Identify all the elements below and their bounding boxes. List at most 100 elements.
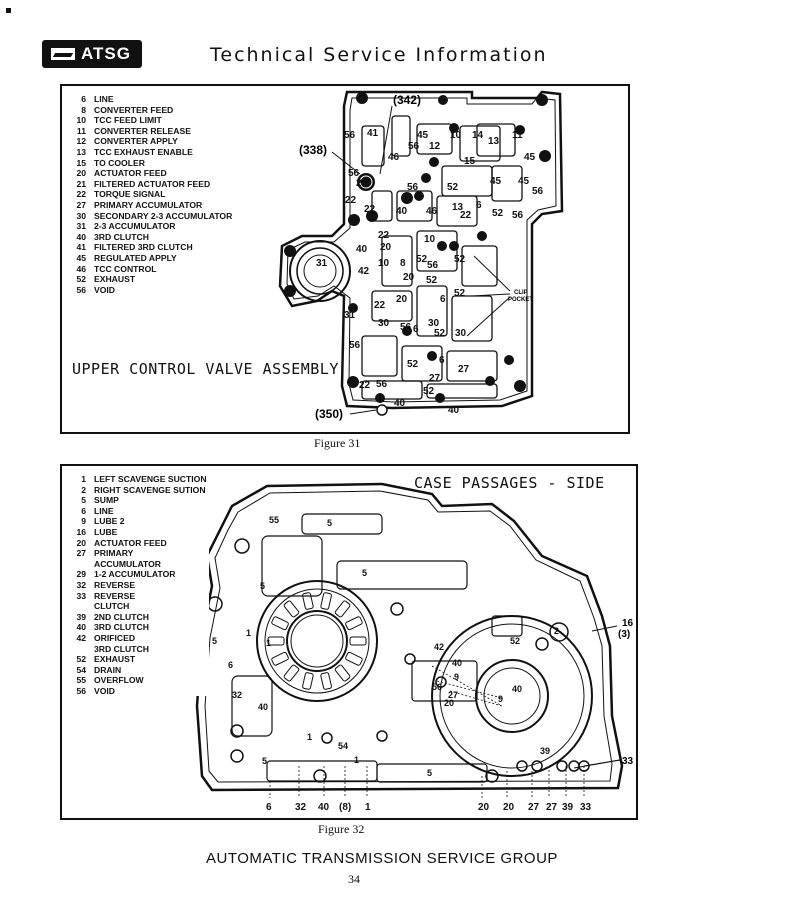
svg-text:40: 40 bbox=[452, 658, 462, 668]
legend-number: 30 bbox=[76, 210, 86, 221]
stator-spoke bbox=[334, 664, 351, 682]
legend-label: 2-3 ACCUMULATOR bbox=[94, 221, 176, 232]
svg-text:40: 40 bbox=[258, 702, 268, 712]
svg-text:15: 15 bbox=[464, 156, 476, 167]
svg-text:56: 56 bbox=[532, 186, 544, 197]
logo-text: ATSG bbox=[81, 44, 131, 63]
svg-text:22: 22 bbox=[345, 195, 357, 206]
figure-32-caption: Figure 32 bbox=[318, 822, 365, 836]
legend-label: LUBE 2 bbox=[94, 516, 125, 527]
legend-label: VOID bbox=[94, 284, 116, 295]
svg-text:8: 8 bbox=[400, 258, 406, 269]
figure-31-title: UPPER CONTROL VALVE ASSEMBLY bbox=[72, 360, 339, 378]
svg-text:56: 56 bbox=[376, 379, 388, 390]
legend-label: FILTERED ACTUATOR FEED bbox=[94, 178, 211, 189]
svg-text:56: 56 bbox=[407, 182, 419, 193]
legend-number: 33 bbox=[76, 590, 86, 601]
svg-text:42: 42 bbox=[358, 266, 370, 277]
svg-text:5: 5 bbox=[260, 581, 265, 591]
bottom-passage-label: 39 bbox=[562, 802, 574, 813]
svg-text:52: 52 bbox=[407, 359, 419, 370]
svg-text:1: 1 bbox=[246, 628, 251, 638]
legend-row: 27 PRIMARY ACCUMULATOR bbox=[64, 200, 232, 211]
legend-number: 6 bbox=[81, 505, 86, 516]
legend-label: 1-2 ACCUMULATOR bbox=[94, 569, 176, 580]
legend-number bbox=[64, 601, 94, 612]
legend-number: 27 bbox=[76, 199, 86, 210]
svg-text:22: 22 bbox=[364, 204, 376, 215]
legend-number: 52 bbox=[76, 654, 86, 665]
legend-number: 56 bbox=[76, 685, 86, 696]
svg-text:32: 32 bbox=[232, 690, 242, 700]
svg-text:52: 52 bbox=[447, 182, 459, 193]
bottom-passage-label: 27 bbox=[528, 802, 540, 813]
legend-label: FILTERED 3RD CLUTCH bbox=[94, 242, 193, 253]
stator-spoke bbox=[267, 636, 285, 646]
legend-row: 56 VOID bbox=[64, 285, 232, 296]
legend-number: 20 bbox=[76, 537, 86, 548]
svg-text:52: 52 bbox=[434, 328, 446, 339]
bottom-passage-label: 1 bbox=[365, 802, 371, 813]
legend-label: CLUTCH bbox=[94, 601, 130, 612]
svg-text:55: 55 bbox=[269, 515, 279, 525]
legend-label: PRIMARY ACCUMULATOR bbox=[94, 199, 203, 210]
legend-label: CONVERTER APPLY bbox=[94, 136, 178, 147]
callout-33: 33 bbox=[622, 756, 634, 767]
legend-number: 29 bbox=[76, 569, 86, 580]
svg-text:6: 6 bbox=[413, 324, 419, 335]
legend-label: 3RD CLUTCH bbox=[94, 231, 149, 242]
svg-text:52: 52 bbox=[454, 254, 466, 265]
callout-16: 16 bbox=[622, 618, 634, 629]
legend-number bbox=[64, 644, 94, 655]
legend-number: 56 bbox=[76, 284, 86, 295]
callout-342: (342) bbox=[393, 93, 421, 107]
stator-spoke bbox=[302, 672, 314, 690]
stator-spoke bbox=[345, 616, 363, 631]
svg-text:52: 52 bbox=[416, 254, 428, 265]
svg-text:20: 20 bbox=[403, 272, 415, 283]
legend-number: 55 bbox=[76, 675, 86, 686]
svg-text:52: 52 bbox=[492, 208, 504, 219]
svg-text:21: 21 bbox=[356, 178, 368, 189]
legend-number: 20 bbox=[76, 168, 86, 179]
legend-number: 13 bbox=[76, 146, 86, 157]
legend-row: 30 SECONDARY 2-3 ACCUMULATOR bbox=[64, 211, 232, 222]
svg-text:56: 56 bbox=[349, 340, 361, 351]
svg-text:56: 56 bbox=[512, 210, 524, 221]
legend-label: CONVERTER FEED bbox=[94, 104, 174, 115]
svg-text:12: 12 bbox=[429, 141, 441, 152]
legend-label: EXHAUST bbox=[94, 274, 136, 285]
stator-spoke bbox=[283, 600, 300, 618]
legend-label: TCC EXHAUST ENABLE bbox=[94, 146, 193, 157]
legend-label: SECONDARY 2-3 ACCUMULATOR bbox=[94, 210, 233, 221]
svg-text:41: 41 bbox=[367, 128, 379, 139]
logo-check-icon bbox=[49, 46, 77, 62]
legend-number: 6 bbox=[81, 94, 86, 104]
clip-pocket-label-2: POCKET bbox=[508, 297, 533, 303]
stator-spoke bbox=[349, 636, 367, 646]
svg-text:56: 56 bbox=[427, 260, 439, 271]
legend-label: REGULATED APPLY bbox=[94, 252, 177, 263]
svg-text:56: 56 bbox=[344, 130, 356, 141]
legend-number: 40 bbox=[76, 622, 86, 633]
legend-number: 21 bbox=[76, 178, 86, 189]
bottom-passage-label: 27 bbox=[546, 802, 558, 813]
svg-text:20: 20 bbox=[444, 698, 454, 708]
svg-text:10: 10 bbox=[378, 258, 390, 269]
legend-label: TCC FEED LIMIT bbox=[94, 115, 162, 126]
